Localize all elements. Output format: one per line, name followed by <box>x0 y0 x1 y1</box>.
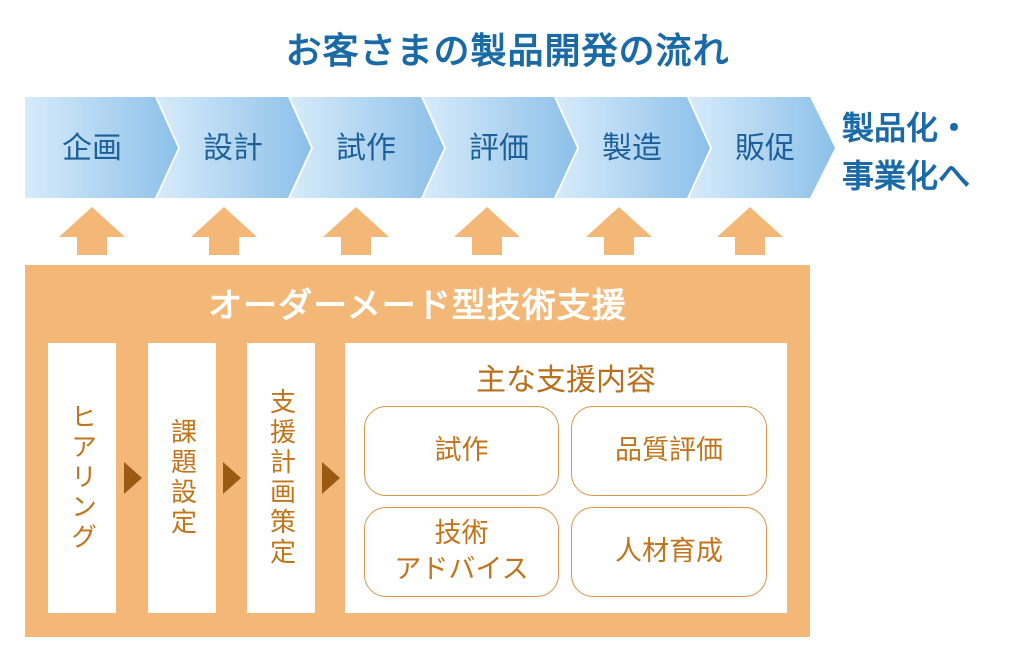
chevron-step-6 <box>689 97 835 198</box>
content-item-quality: 品質評価 <box>571 406 767 496</box>
result-line-2: 事業化へ <box>842 157 971 195</box>
phase-hearing: ヒアリング <box>48 343 116 613</box>
support-title: オーダーメード型技術支援 <box>208 286 627 326</box>
result-label: 製品化・ 事業化へ <box>842 104 1012 200</box>
phase-issue-setting: 課題設定 <box>148 343 216 613</box>
phase-label-2: 課題設定 <box>166 418 197 538</box>
content-item-advice: 技術 アドバイス <box>364 507 559 597</box>
content-item-prototype: 試作 <box>364 406 559 496</box>
support-contents-title: 主な支援内容 <box>476 363 656 398</box>
up-arrow-6 <box>717 207 783 255</box>
up-arrow-1 <box>59 207 125 255</box>
step-label-1: 企画 <box>62 131 122 166</box>
content-item-training: 人材育成 <box>571 507 767 597</box>
phase-arrow-3 <box>322 462 340 494</box>
step-label-3: 試作 <box>336 131 396 166</box>
content-item-label: 人材育成 <box>615 536 723 567</box>
content-item-label-line2: アドバイス <box>394 554 529 585</box>
content-item-label: 品質評価 <box>615 435 723 466</box>
chevron-step-2 <box>157 97 311 198</box>
content-item-label: 試作 <box>434 435 489 466</box>
step-label-5: 製造 <box>602 131 662 166</box>
up-arrow-4 <box>454 207 520 255</box>
phase-label-3: 支援計画策定 <box>265 388 296 568</box>
step-label-2: 設計 <box>203 131 263 166</box>
up-arrow-5 <box>586 207 652 255</box>
chevron-step-4 <box>423 97 577 198</box>
chevron-step-5 <box>556 97 710 198</box>
chevron-step-1 <box>25 97 178 198</box>
result-line-1: 製品化・ <box>842 109 971 147</box>
chevron-step-3 <box>290 97 444 198</box>
step-label-6: 販促 <box>735 131 795 166</box>
content-item-label-line1: 技術 <box>434 518 489 549</box>
step-label-4: 評価 <box>469 131 529 166</box>
up-arrow-3 <box>323 207 389 255</box>
phase-plan: 支援計画策定 <box>247 343 315 613</box>
up-arrow-2 <box>191 207 257 255</box>
phase-arrow-2 <box>223 462 241 494</box>
phase-arrow-1 <box>124 462 142 494</box>
page-title: お客さまの製品開発の流れ <box>285 31 730 72</box>
phase-label-1: ヒアリング <box>66 403 97 553</box>
